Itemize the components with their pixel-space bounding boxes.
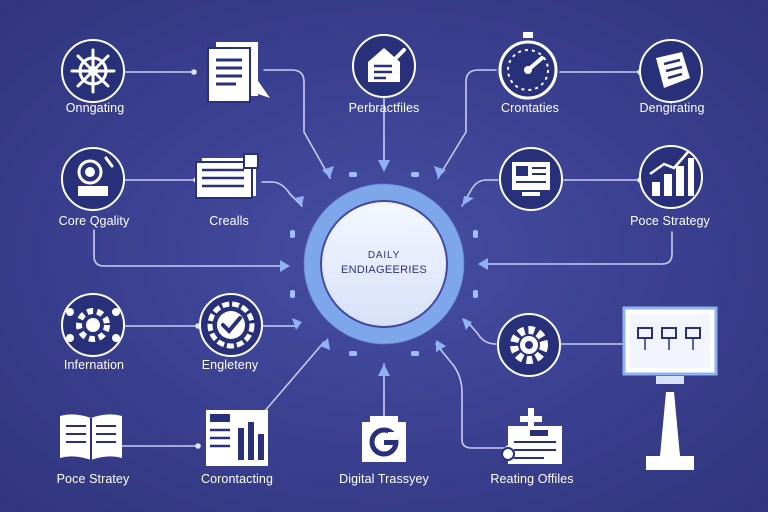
ring-dash	[411, 172, 419, 177]
medical-case-icon	[501, 408, 562, 464]
node-label-onngating: Onngating	[65, 101, 125, 115]
connector-line	[93, 229, 287, 267]
node-label-infernation: Infernation	[63, 358, 125, 372]
hub-line-1: DAILY	[367, 250, 401, 261]
stopwatch-icon	[498, 32, 558, 100]
node-label-poce-stratey: Poce Stratey	[56, 472, 130, 486]
connector-line	[263, 341, 325, 413]
connector-line	[435, 343, 509, 449]
ship-wheel-icon	[61, 39, 125, 103]
google-badge-icon	[362, 416, 406, 462]
connector-dot	[191, 69, 197, 75]
node-label-reating-offiles: Reating Offiles	[490, 472, 574, 486]
documents-icon	[207, 42, 270, 103]
report-document-icon	[206, 410, 268, 466]
monitor-chart-icon	[499, 147, 563, 211]
node-label-crontaties: Crontaties	[501, 101, 559, 115]
bar-chart-growth-icon	[639, 145, 703, 209]
ring-dash	[290, 230, 295, 238]
connector-arrowhead	[436, 340, 446, 352]
node-label-crealls: Crealls	[209, 214, 249, 228]
connector-line	[261, 181, 303, 207]
connector-line	[481, 231, 673, 265]
node-label-engleteny: Engleteny	[201, 358, 259, 372]
connector-arrowhead	[478, 258, 488, 270]
connector-arrowhead	[434, 166, 446, 178]
node-label-digital-trassyey: Digital Trassyey	[339, 472, 429, 486]
checkmark-gear-icon	[199, 293, 263, 357]
connector-arrowhead	[378, 364, 390, 376]
connector-arrowhead	[378, 160, 390, 172]
connector-line	[465, 319, 497, 345]
microscope-icon	[61, 147, 125, 211]
desktop-monitor-icon	[622, 306, 718, 470]
node-label-poce-strategy: Poce Strategy	[630, 214, 710, 228]
connector-line	[263, 69, 331, 179]
ring-dash	[473, 230, 478, 238]
connector-line	[437, 69, 497, 179]
ring-dash	[349, 172, 357, 177]
connector-line	[461, 179, 499, 207]
connector-arrowhead	[280, 260, 290, 272]
central-hub	[303, 183, 465, 345]
connector-arrowhead	[462, 318, 472, 330]
hub-line-2: ENDIAGEERIES	[340, 264, 428, 276]
connector-arrowhead	[322, 166, 334, 178]
gear-network-icon	[61, 293, 125, 357]
ring-dash	[411, 351, 419, 356]
connector-arrowhead	[320, 338, 330, 350]
files-stack-icon	[195, 153, 259, 199]
node-label-core-qgality: Core Qgality	[58, 214, 130, 228]
ring-dash	[290, 290, 295, 298]
tag-document-icon	[639, 39, 703, 103]
connector-arrowhead	[294, 196, 304, 206]
node-label-perbractfiles: Perbractfiles	[348, 101, 420, 115]
house-document-icon	[352, 34, 416, 98]
gear-icon	[497, 313, 561, 377]
ring-dash	[349, 351, 357, 356]
connector-dot	[195, 443, 201, 449]
open-book-icon	[60, 414, 122, 460]
connector-arrowhead	[292, 318, 302, 330]
node-label-dengirating: Dengirating	[639, 101, 705, 115]
node-label-corontacting: Corontacting	[200, 472, 274, 486]
connector-arrowhead	[462, 196, 474, 206]
ring-dash	[473, 290, 478, 298]
